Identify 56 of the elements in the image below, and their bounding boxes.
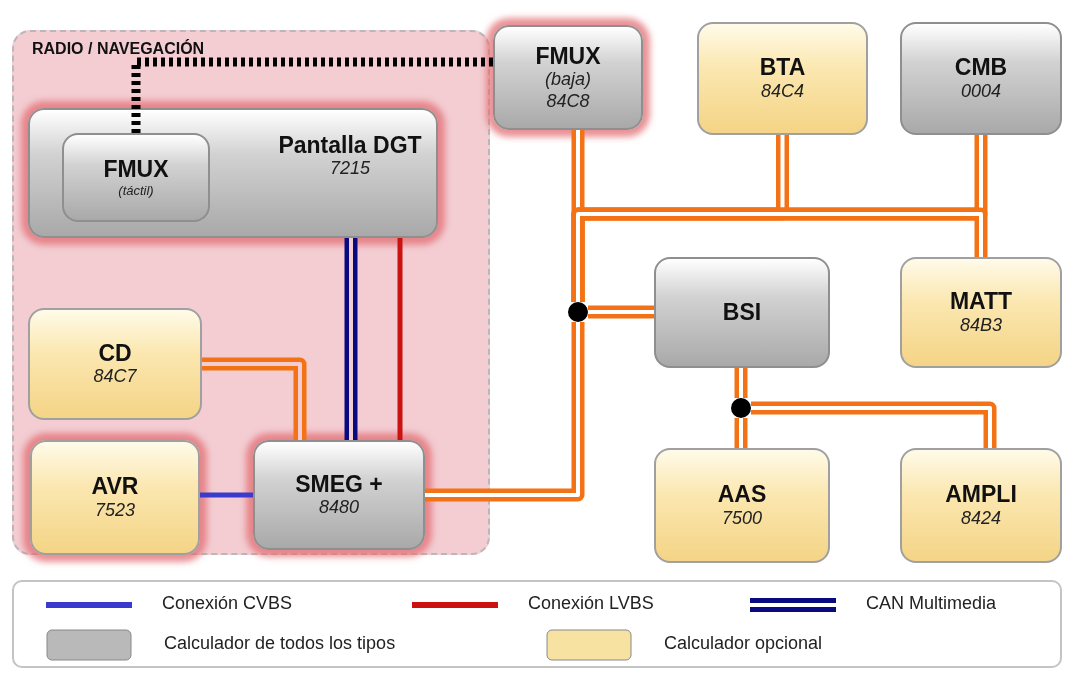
module-name: Pantalla DGT [278,132,422,159]
connector [571,207,988,302]
module-box [62,133,210,222]
module-code: 7215 [329,158,370,181]
connector [588,305,654,319]
module-box [253,440,425,550]
module-code: 84C8 [546,90,590,113]
module-box [493,25,643,130]
module-name: BTA [759,54,806,81]
group-title: RADIO / NAVEGACIÓN [32,40,205,58]
junction-dot [568,302,588,322]
module-code: 84C7 [93,366,137,388]
connector [734,368,748,398]
module-name: FMUX [535,42,601,70]
module-code: (baja) [545,69,591,91]
module-box [900,22,1062,135]
module-code: (táctil) [118,182,154,199]
legend-label: Conexión CVBS [162,593,293,614]
module-name: CMB [954,54,1008,81]
connector [200,492,253,498]
module-code: 0004 [960,80,1001,103]
module-box [654,257,830,368]
module-name: AVR [91,473,139,500]
module-name: SMEG + [295,471,383,498]
module-box [900,257,1062,368]
group-panel [12,30,490,555]
connector [425,322,585,502]
module-code: 7500 [721,507,762,530]
connector [131,57,493,133]
module-name: AMPLI [945,481,1017,508]
connector [734,418,748,448]
legend-label: Calculador de todos los tipos [164,633,396,654]
module-code: 8424 [960,507,1001,530]
module-box [28,108,438,238]
module-name: CD [98,340,132,367]
module-code: 7523 [94,499,135,522]
connector [397,238,403,440]
junction-dot [731,398,751,418]
connector [202,357,307,440]
connector [344,238,358,440]
module-box [697,22,868,135]
module-box [30,440,200,555]
module-name: BSI [722,299,762,326]
module-code: 8480 [318,497,359,519]
module-name: AAS [717,481,767,508]
connector [751,401,997,448]
legend-label: CAN Multimedia [866,593,997,614]
module-name: FMUX [103,156,169,183]
module-box [28,308,202,420]
legend-label: Conexión LVBS [528,593,654,614]
module-code: 84C4 [761,80,804,103]
module-code: 84B3 [959,314,1002,337]
module-box [900,448,1062,563]
module-name: MATT [949,288,1013,315]
legend-label: Calculador opcional [664,633,823,654]
module-box [654,448,830,563]
